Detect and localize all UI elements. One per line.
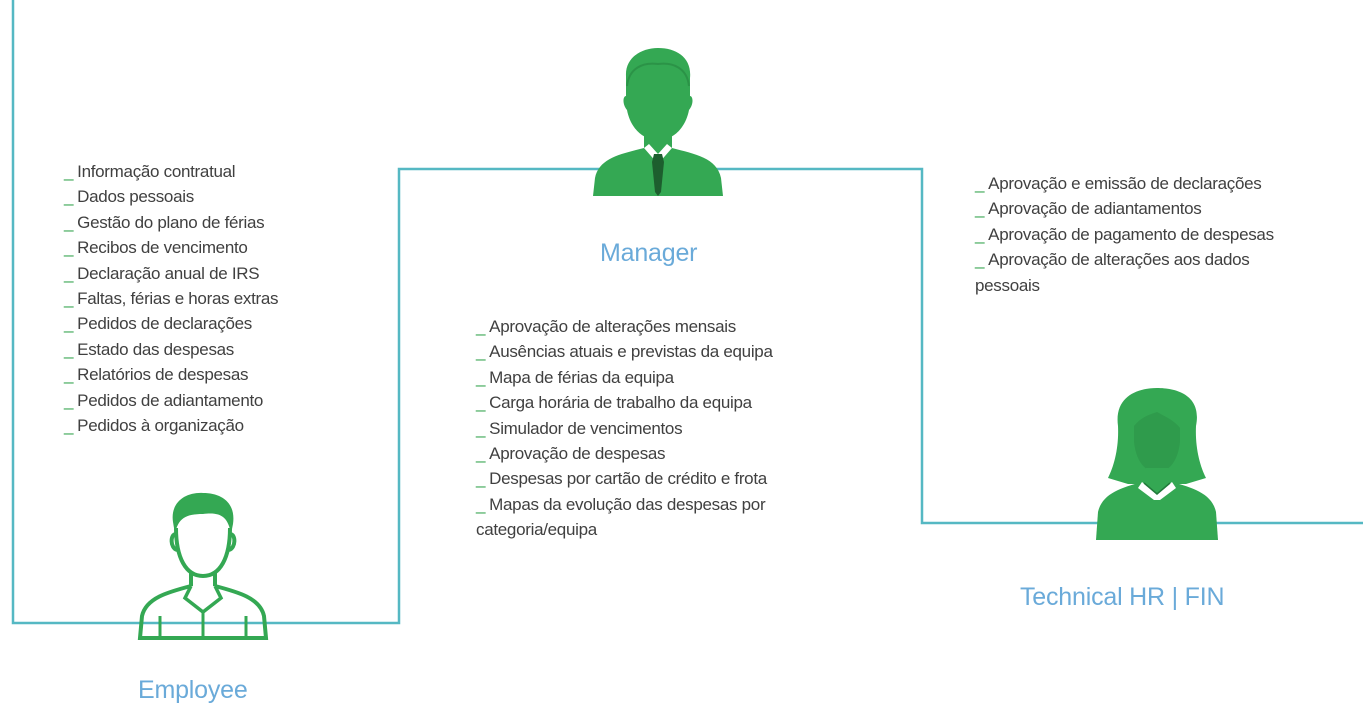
employee-role-label: Employee (138, 676, 248, 704)
technical-role-label: Technical HR | FIN (1020, 583, 1225, 611)
employee-feature-item: Dados pessoais (64, 184, 364, 209)
female-user-icon (1096, 388, 1218, 540)
manager-feature-item: Mapa de férias da equipa (476, 365, 896, 390)
employee-feature-item: Gestão do plano de férias (64, 210, 364, 235)
employee-feature-item: Pedidos de adiantamento (64, 388, 364, 413)
technical-feature-item: Aprovação de adiantamentos (975, 196, 1355, 221)
employee-feature-item: Declaração anual de IRS (64, 261, 364, 286)
technical-feature-list: Aprovação e emissão de declaraçõesAprova… (975, 171, 1355, 298)
technical-feature-item: Aprovação e emissão de declarações (975, 171, 1355, 196)
employee-feature-item: Recibos de vencimento (64, 235, 364, 260)
manager-role-label: Manager (600, 239, 698, 267)
employee-feature-item: Relatórios de despesas (64, 362, 364, 387)
employee-feature-item: Estado das despesas (64, 337, 364, 362)
manager-feature-item: Carga horária de trabalho da equipa (476, 390, 896, 415)
technical-feature-item: Aprovação de pagamento de despesas (975, 222, 1355, 247)
technical-feature-item: Aprovação de alterações aos dados (975, 247, 1355, 272)
manager-feature-list: Aprovação de alterações mensaisAusências… (476, 314, 896, 543)
technical-feature-item: pessoais (975, 275, 1040, 295)
male-user-tie-icon (593, 48, 723, 196)
manager-feature-item: Despesas por cartão de crédito e frota (476, 466, 896, 491)
employee-feature-list: Informação contratualDados pessoaisGestã… (64, 159, 364, 438)
manager-feature-item: Mapas da evolução das despesas por (476, 492, 896, 517)
employee-feature-item: Pedidos à organização (64, 413, 364, 438)
manager-feature-item: Aprovação de despesas (476, 441, 896, 466)
manager-feature-item: Aprovação de alterações mensais (476, 314, 896, 339)
male-user-outline-icon (137, 492, 269, 640)
connector-line (11, 0, 1363, 625)
manager-feature-item: Ausências atuais e previstas da equipa (476, 339, 896, 364)
employee-feature-item: Faltas, férias e horas extras (64, 286, 364, 311)
employee-feature-item: Pedidos de declarações (64, 311, 364, 336)
manager-feature-item: Simulador de vencimentos (476, 416, 896, 441)
manager-feature-item: categoria/equipa (476, 520, 597, 540)
employee-feature-item: Informação contratual (64, 159, 364, 184)
